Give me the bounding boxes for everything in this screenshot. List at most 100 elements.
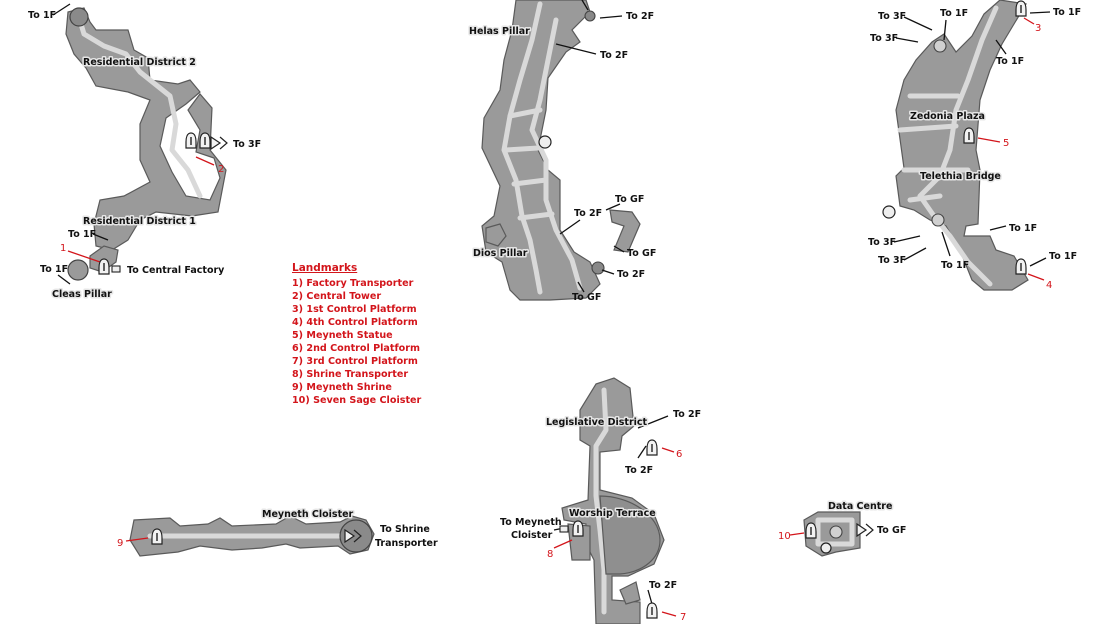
exit-label: To 2F (574, 208, 602, 219)
node (931, 213, 945, 227)
landmark-marker-9: 9 (117, 538, 123, 549)
floor-dios-node (485, 223, 507, 247)
lift-icon[interactable] (882, 205, 896, 219)
exit-arrow-icon[interactable] (210, 136, 228, 150)
exit-arrow-icon[interactable] (856, 523, 874, 537)
area-label-worship-terrace: Worship Terrace (569, 508, 656, 519)
map-section-center: To 2F Helas Pillar To 2F To GF To GF To … (468, 0, 656, 303)
exit-label: To 1F (1053, 7, 1081, 18)
area-label-residential-2: Residential District 2 (83, 57, 196, 68)
pillar-top-node (69, 7, 89, 27)
control-platform-icon (1015, 258, 1027, 275)
walkway-cross (897, 93, 971, 203)
floor-worship-dome (599, 495, 661, 575)
legend-list: 1) Factory Transporter 2) Central Tower … (292, 277, 421, 407)
exit-label: To 3F (870, 33, 898, 44)
node (933, 39, 947, 53)
exit-label: To 3F (868, 237, 896, 248)
node (829, 525, 843, 539)
walkway-cross (503, 107, 555, 221)
walkway-center (501, 1, 543, 295)
area-label-telethia-bridge: Telethia Bridge (920, 171, 1001, 182)
legend-item: 2) Central Tower (292, 291, 382, 302)
map-section-northwest: To 1F Residential District 2 To 3F 2 Res… (28, 3, 261, 302)
landmark-marker-5: 5 (1003, 138, 1009, 149)
landmark-marker-2: 2 (218, 164, 224, 175)
exit-label: To 2F (673, 409, 701, 420)
floor-south-pod (619, 581, 641, 605)
exit-label: To Meyneth (500, 517, 562, 528)
area-label-data-centre: Data Centre (828, 501, 892, 512)
legend-item: 8) Shrine Transporter (292, 369, 409, 380)
area-label-zedonia-plaza: Zedonia Plaza (910, 111, 985, 122)
floor-helas-dios (481, 0, 601, 301)
map-section-east: To 3F To 1F To 1F 3 To 3F To 1F Zedonia … (868, 0, 1081, 291)
control-platform-icon (646, 439, 658, 456)
tower-icon (185, 132, 197, 149)
cloister-rotunda (339, 519, 373, 553)
exit-label: To 3F (878, 255, 906, 266)
exit-label: To 2F (649, 580, 677, 591)
landmark-marker-8: 8 (547, 549, 553, 560)
floor-side-branch (609, 209, 641, 253)
exit-label: To 1F (1009, 223, 1037, 234)
exit-label: Transporter (375, 538, 438, 549)
statue-icon (963, 127, 975, 144)
landmark-marker-7: 7 (680, 612, 686, 623)
walkway-residential (75, 11, 203, 199)
shrine-icon (151, 528, 163, 545)
exit-label: To 1F (40, 264, 68, 275)
exit-label: To GF (615, 194, 644, 205)
floor-residential-2 (65, 7, 227, 251)
area-label-dios-pillar: Dios Pillar (473, 248, 528, 259)
area-label-meyneth-cloister: Meyneth Cloister (262, 509, 354, 520)
walkway-east (917, 5, 999, 287)
area-label-residential-1: Residential District 1 (83, 216, 196, 227)
exit-label: To 3F (233, 139, 261, 150)
legend-item: 4) 4th Control Platform (292, 317, 418, 328)
walkway-south (593, 387, 609, 615)
lift-icon[interactable] (538, 135, 552, 149)
map-section-south: To 2F Legislative District To 2F 6 Worsh… (500, 377, 701, 624)
transporter-icon (572, 520, 584, 537)
exit-label: To 1F (996, 56, 1024, 67)
walkway-data-centre (815, 517, 855, 547)
landmark-marker-4: 4 (1046, 280, 1052, 291)
tower-icon (199, 132, 211, 149)
exit-label: Cloister (511, 530, 553, 541)
legend-item: 7) 3rd Control Platform (292, 356, 418, 367)
landmark-marker-3: 3 (1035, 23, 1041, 34)
exit-label: To 1F (1049, 251, 1077, 262)
exit-label: To 1F (28, 10, 56, 21)
legend-item: 3) 1st Control Platform (292, 304, 417, 315)
exit-door-icon[interactable] (111, 265, 121, 273)
legend-item: 1) Factory Transporter (292, 278, 414, 289)
floor-zedonia-telethia (895, 0, 1029, 291)
map-section-meyneth-cloister: Meyneth Cloister To Shrine Transporter 9 (117, 508, 438, 557)
landmark-marker-1: 1 (60, 243, 66, 254)
lift-icon[interactable] (820, 542, 832, 554)
exit-label: To Shrine (380, 524, 430, 535)
landmarks-legend: Landmarks 1) Factory Transporter 2) Cent… (292, 262, 421, 407)
legend-item: 10) Seven Sage Cloister (292, 395, 422, 406)
exit-label: To 3F (878, 11, 906, 22)
legend-item: 9) Meyneth Shrine (292, 382, 392, 393)
cleas-pillar-node (67, 259, 89, 281)
exit-label: To 1F (940, 8, 968, 19)
legend-item: 5) Meyneth Statue (292, 330, 393, 341)
area-label-helas-pillar: Helas Pillar (469, 26, 530, 37)
exit-door-icon[interactable] (559, 525, 569, 533)
control-platform-icon (646, 602, 658, 619)
area-label-cleas-pillar: Cleas Pillar (52, 289, 112, 300)
walkway-center-side (529, 17, 583, 291)
exit-label: To 1F (941, 260, 969, 271)
exit-label: To GF (627, 248, 656, 259)
transporter-icon (98, 258, 110, 275)
map-section-data-centre: Data Centre To GF 10 (778, 500, 906, 557)
exit-label: To 1F (68, 229, 96, 240)
control-platform-icon (1015, 0, 1027, 17)
node (584, 10, 596, 22)
exit-label: To 2F (625, 465, 653, 476)
area-label-legislative-district: Legislative District (546, 417, 648, 428)
